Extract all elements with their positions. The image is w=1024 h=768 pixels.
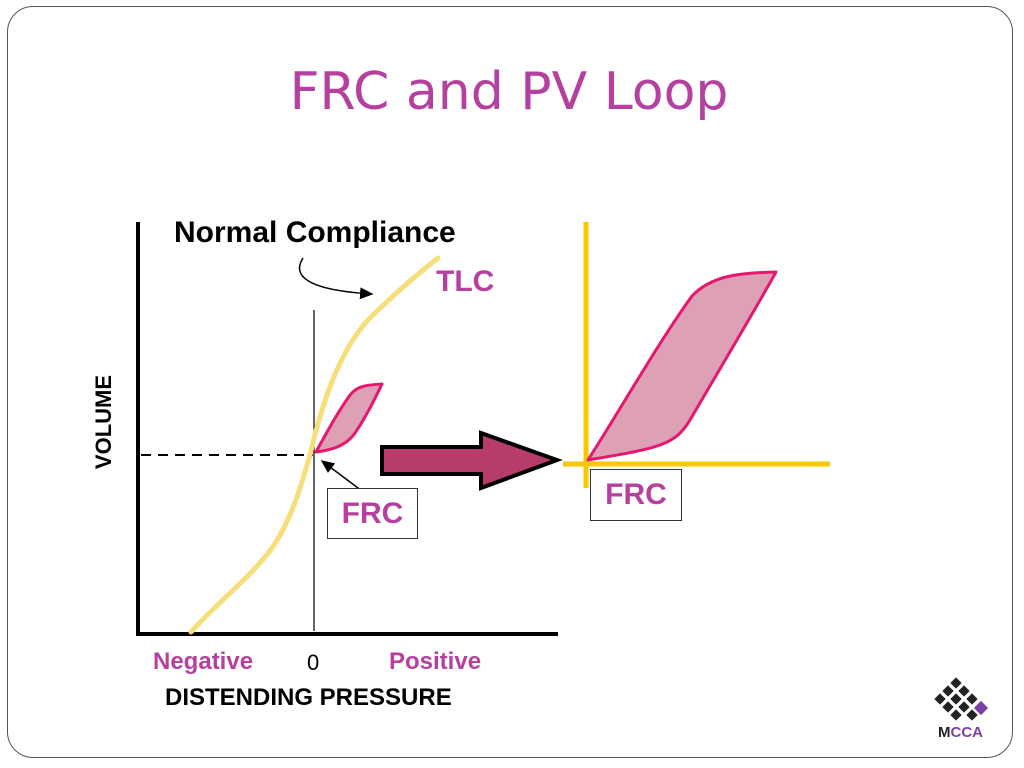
- x-axis-label: DISTENDING PRESSURE: [165, 684, 452, 711]
- slide-title: FRC and PV Loop: [289, 62, 729, 122]
- zero-pressure-label: 0: [307, 650, 320, 675]
- slide-frame: [7, 6, 1013, 758]
- normal-compliance-label: Normal Compliance: [174, 216, 456, 249]
- logo-text-m: M: [938, 724, 951, 741]
- frc-pointer: [320, 460, 363, 492]
- tlc-label: TLC: [436, 265, 495, 298]
- frc-label-left: FRC: [327, 488, 418, 539]
- transition-arrow: [380, 430, 563, 491]
- mcca-logo: [934, 677, 989, 721]
- logo-text: MCCA: [938, 724, 983, 741]
- right-pv-loop: [586, 270, 778, 462]
- negative-pressure-label: Negative: [153, 648, 254, 675]
- positive-pressure-label: Positive: [389, 648, 482, 675]
- left-pv-loop: [314, 382, 384, 454]
- compliance-pointer: [298, 257, 374, 300]
- frc-label-right: FRC: [590, 469, 682, 521]
- logo-diamond-grid-icon: [934, 677, 989, 721]
- y-axis-label: VOLUME: [91, 374, 116, 470]
- compliance-curve: [188, 255, 441, 635]
- logo-text-cca: CCA: [950, 724, 984, 741]
